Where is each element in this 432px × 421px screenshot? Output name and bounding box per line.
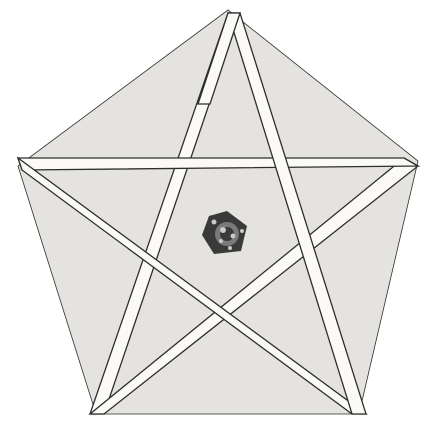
pentagram-figure — [0, 0, 432, 421]
